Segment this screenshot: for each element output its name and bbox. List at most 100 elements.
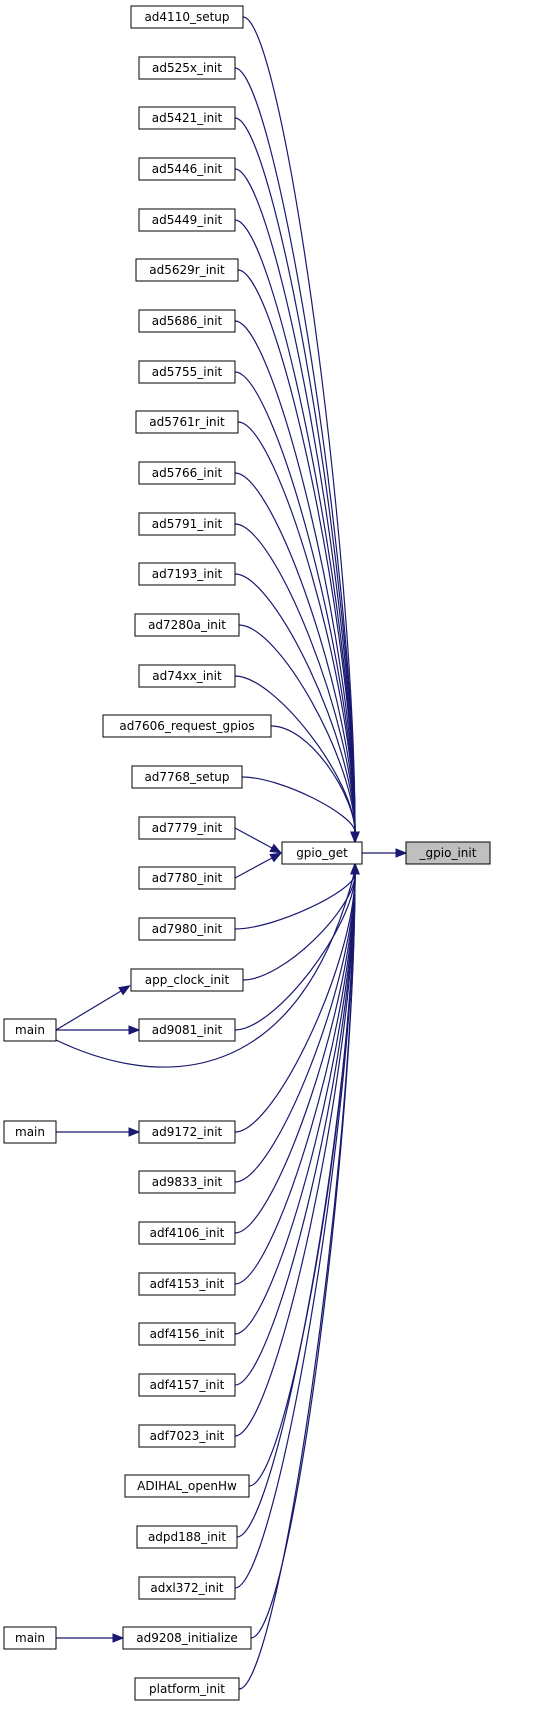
node-ad9081-init[interactable]: ad9081_init — [138, 1018, 236, 1042]
node-box — [135, 258, 239, 282]
edge-ad7980_init-to-gpio_get — [234, 873, 356, 930]
node-box — [138, 1424, 236, 1448]
edge-ad9172_init-to-gpio_get — [234, 873, 356, 1133]
node-label: adf4157_init — [150, 1378, 225, 1392]
node-ad5629r-init[interactable]: ad5629r_init — [135, 258, 239, 282]
node-platform-init[interactable]: platform_init — [134, 1677, 240, 1701]
node-ad7280a-init[interactable]: ad7280a_init — [134, 613, 240, 637]
edge-ad5791_init-to-gpio_get — [234, 523, 356, 833]
edge-ad5446_init-to-gpio_get — [234, 168, 356, 833]
node-label: adxl372_init — [150, 1581, 224, 1595]
edge-main_2-to-ad9172_init-arrowhead — [128, 1127, 141, 1137]
node-ad525x-init[interactable]: ad525x_init — [138, 56, 236, 80]
node-adxl372-init[interactable]: adxl372_init — [138, 1576, 236, 1600]
node-box — [134, 1677, 240, 1701]
node-ad7193-init[interactable]: ad7193_init — [138, 562, 236, 586]
node-ad5686-init[interactable]: ad5686_init — [138, 309, 236, 333]
node-main-1[interactable]: main — [3, 1018, 57, 1042]
node-box — [138, 917, 236, 941]
node-ad7980-init[interactable]: ad7980_init — [138, 917, 236, 941]
edge-ad7768_setup-to-gpio_get-arrowhead — [350, 831, 360, 844]
edge-adf4153_init-to-gpio_get — [234, 873, 356, 1285]
node-label: adf4156_init — [150, 1327, 225, 1341]
node-box — [138, 1221, 236, 1245]
node-label: ad5755_init — [152, 365, 223, 379]
edge-ad7780_init-to-gpio_get-arrowhead — [269, 852, 282, 863]
node-box — [3, 1018, 57, 1042]
edge-main_1-to-ad9081_init-arrowhead — [128, 1025, 141, 1035]
edge-ad5761r_init-to-gpio_get — [237, 421, 356, 833]
node-adf4106-init[interactable]: adf4106_init — [138, 1221, 236, 1245]
node-adf4157-init[interactable]: adf4157_init — [138, 1373, 236, 1397]
node-ad7768-setup[interactable]: ad7768_setup — [131, 765, 243, 789]
node-box — [138, 360, 236, 384]
edge-ad4110_setup-to-gpio_get — [242, 16, 356, 833]
node-adihal-openhw[interactable]: ADIHAL_openHw — [124, 1474, 250, 1498]
node-ad9208-initialize[interactable]: ad9208_initialize — [122, 1626, 252, 1650]
node-box — [3, 1626, 57, 1650]
node-box — [281, 841, 363, 865]
node-label: ad5686_init — [152, 314, 223, 328]
node-ad5766-init[interactable]: ad5766_init — [138, 461, 236, 485]
node-label: adf4153_init — [150, 1277, 225, 1291]
node-ad5791-init[interactable]: ad5791_init — [138, 512, 236, 536]
node-ad5761r-init[interactable]: ad5761r_init — [135, 410, 239, 434]
node-main-2[interactable]: main — [3, 1120, 57, 1144]
node-label: ad9833_init — [152, 1175, 223, 1189]
node-ad5755-init[interactable]: ad5755_init — [138, 360, 236, 384]
node-label: ad7606_request_gpios — [119, 719, 254, 733]
node-box — [130, 968, 244, 992]
node-box — [131, 765, 243, 789]
node-label: adf7023_init — [150, 1429, 225, 1443]
node-label: ad7779_init — [152, 821, 223, 835]
node-ad9172-init[interactable]: ad9172_init — [138, 1120, 236, 1144]
node-label: ad5766_init — [152, 466, 223, 480]
node-label: ad9172_init — [152, 1125, 223, 1139]
node-ad7606-request-gpios[interactable]: ad7606_request_gpios — [102, 714, 272, 738]
node-ad7779-init[interactable]: ad7779_init — [138, 816, 236, 840]
edge-adf4157_init-to-gpio_get — [234, 873, 356, 1386]
node-adf4153-init[interactable]: adf4153_init — [138, 1272, 236, 1296]
node-box — [138, 1322, 236, 1346]
nodes-layer: _gpio_init gpio_get ad4110_setup ad525x_ini… — [3, 5, 491, 1701]
node-ad7780-init[interactable]: ad7780_init — [138, 866, 236, 890]
node-box — [3, 1120, 57, 1144]
edge-platform_init-to-gpio_get-arrowhead — [350, 862, 360, 875]
edge-ad9833_init-to-gpio_get — [234, 873, 356, 1183]
edge-ad7193_init-to-gpio_get — [234, 573, 356, 833]
node-app-clock-init[interactable]: app_clock_init — [130, 968, 244, 992]
node-label: ad4110_setup — [144, 10, 229, 24]
node-label: main — [15, 1631, 45, 1645]
node-adf4156-init[interactable]: adf4156_init — [138, 1322, 236, 1346]
node-ad5449-init[interactable]: ad5449_init — [138, 208, 236, 232]
node-box — [138, 1373, 236, 1397]
node-gpio-get[interactable]: gpio_get — [281, 841, 363, 865]
node-label: main — [15, 1023, 45, 1037]
edge-ad5421_init-to-gpio_get — [234, 117, 356, 833]
node-label: gpio_get — [296, 846, 348, 860]
node-label: ad9081_init — [152, 1023, 223, 1037]
node-ad5421-init[interactable]: ad5421_init — [138, 106, 236, 130]
node-label: ad7980_init — [152, 922, 223, 936]
node-ad74xx-init[interactable]: ad74xx_init — [138, 664, 236, 688]
node-label: adpd188_init — [148, 1530, 226, 1544]
node-ad4110-setup[interactable]: ad4110_setup — [130, 5, 244, 29]
node-adpd188-init[interactable]: adpd188_init — [136, 1525, 238, 1549]
edge-ad5629r_init-to-gpio_get — [237, 269, 356, 833]
node-adf7023-init[interactable]: adf7023_init — [138, 1424, 236, 1448]
node-ad9833-init[interactable]: ad9833_init — [138, 1170, 236, 1194]
node-label: ad5791_init — [152, 517, 223, 531]
node-label: ad5629r_init — [149, 263, 225, 277]
node-box — [124, 1474, 250, 1498]
edge-main_1-to-app_clock_init-arrowhead — [118, 985, 131, 996]
node-gpio-init[interactable]: _gpio_init — [405, 841, 491, 865]
node-label: ad7193_init — [152, 567, 223, 581]
node-box — [138, 1170, 236, 1194]
node-main-3[interactable]: main — [3, 1626, 57, 1650]
node-label: ad74xx_init — [152, 669, 222, 683]
node-ad5446-init[interactable]: ad5446_init — [138, 157, 236, 181]
node-box — [405, 841, 491, 865]
node-box — [138, 157, 236, 181]
node-box — [138, 309, 236, 333]
